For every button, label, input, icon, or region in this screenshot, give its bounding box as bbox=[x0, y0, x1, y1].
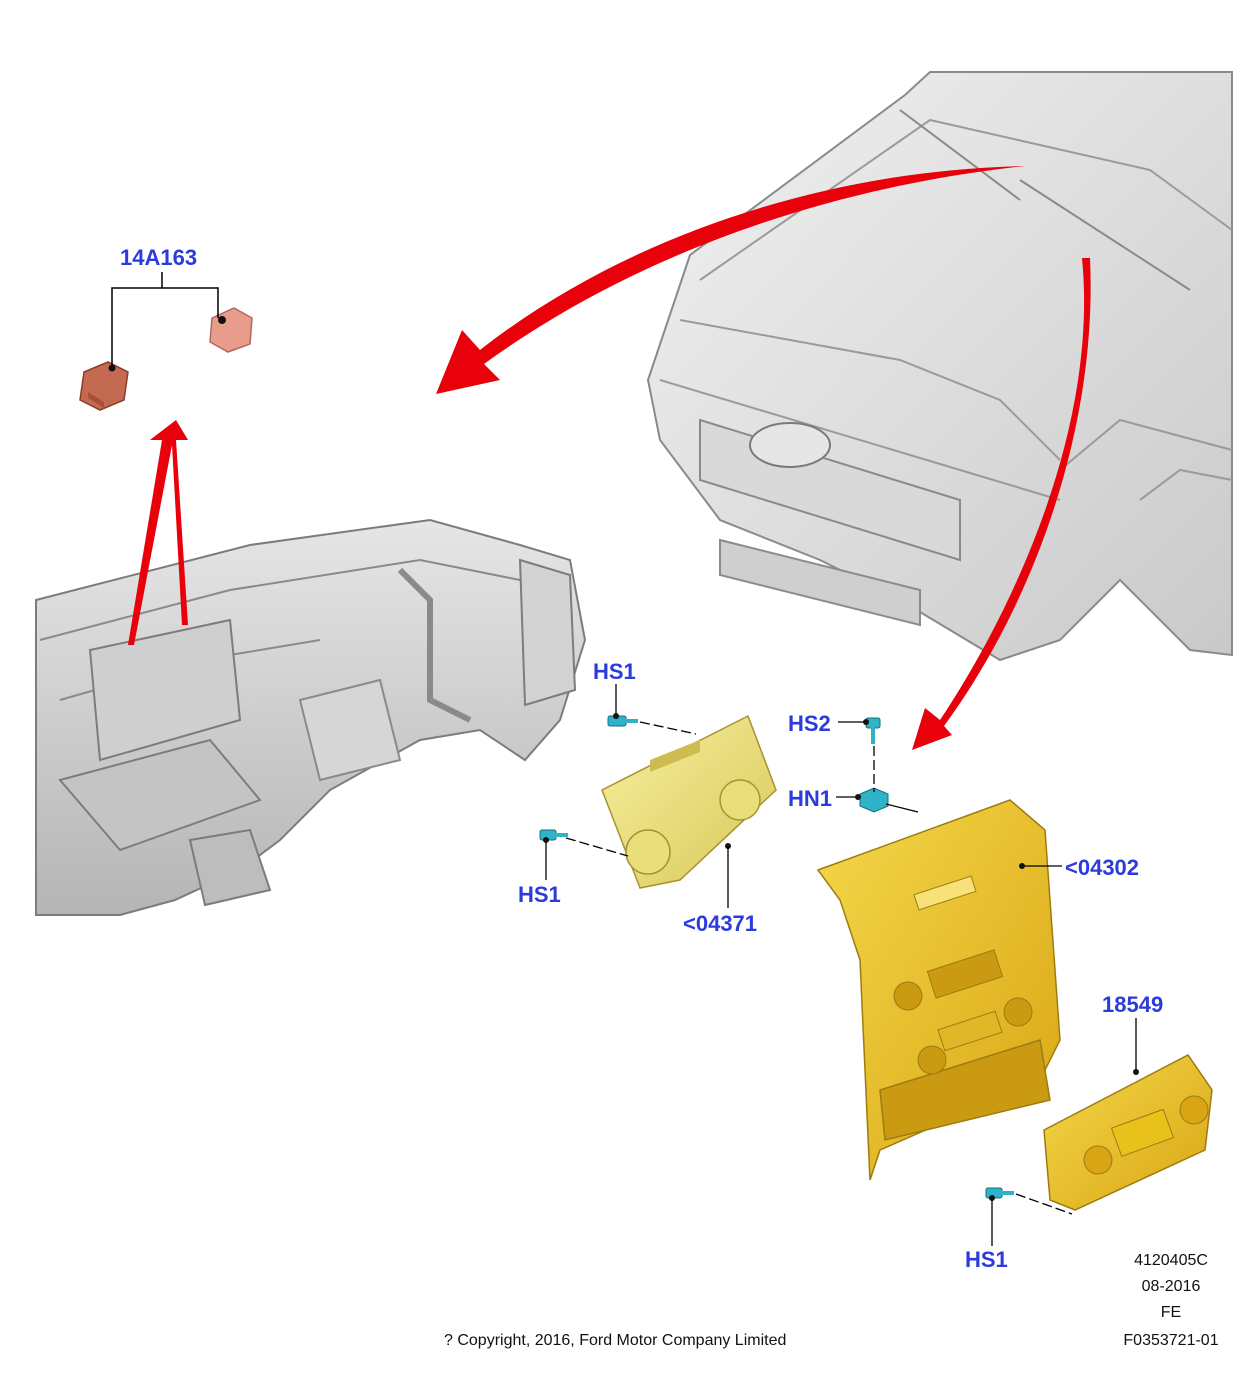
callout-04302: <04302 bbox=[1065, 855, 1140, 880]
leader-lines bbox=[545, 684, 1137, 1246]
climate-control-module-part bbox=[1043, 1054, 1213, 1211]
screw-hs1-left bbox=[539, 829, 568, 841]
callout-04371: <04371 bbox=[683, 911, 758, 936]
copyright-notice: ? Copyright, 2016, Ford Motor Company Li… bbox=[444, 1332, 787, 1349]
callout-14a163: 14A163 bbox=[120, 245, 198, 270]
relay-part-left bbox=[79, 361, 129, 411]
leader-dots bbox=[543, 713, 1139, 1201]
mounting-bracket-part bbox=[601, 714, 777, 889]
arrow-truck-to-bezel bbox=[912, 258, 1091, 750]
callout-18549: 18549 bbox=[1102, 992, 1164, 1017]
callout-hs1-bottom: HS1 bbox=[965, 1247, 1008, 1272]
callout-hs1-left: HS1 bbox=[518, 882, 561, 907]
illustration-date: 08-2016 bbox=[1141, 1278, 1201, 1295]
callout-hs1-top: HS1 bbox=[593, 659, 636, 684]
callout-hs2: HS2 bbox=[788, 711, 831, 736]
truck-illustration bbox=[646, 71, 1233, 662]
dashboard-illustration bbox=[35, 518, 587, 916]
illustration-market: FE bbox=[1160, 1304, 1182, 1321]
illustration-code: 4120405C bbox=[1134, 1252, 1208, 1269]
screw-hs1-top bbox=[607, 715, 638, 727]
screw-hs1-bottom bbox=[985, 1187, 1014, 1199]
finish-panel-bezel-part bbox=[816, 799, 1061, 1181]
screw-hs2 bbox=[865, 717, 881, 744]
callout-hn1: HN1 bbox=[788, 786, 833, 811]
relay-leader-lines bbox=[108, 272, 219, 372]
relay-part-right bbox=[209, 307, 253, 353]
arrow-dash-to-relay bbox=[128, 420, 188, 645]
figure-number: F0353721-01 bbox=[1123, 1332, 1219, 1349]
